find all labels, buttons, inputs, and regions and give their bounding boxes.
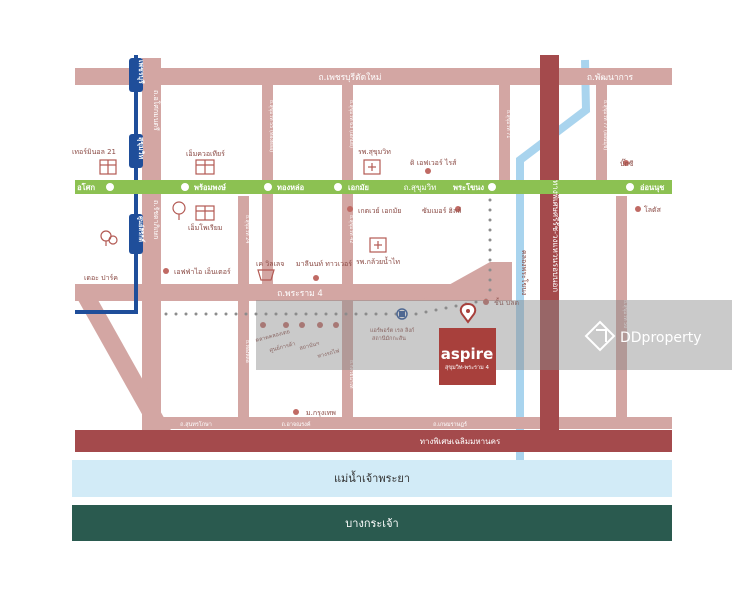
road-label-asoke: ถ.อโศกมนตรี [152,90,161,131]
expressway-south [75,430,672,452]
mrt-station-petchaburi: เพชรบุรี [129,58,145,92]
svg-text:เพชรบุรี: เพชรบุรี [137,60,145,84]
road-sunthornkosa [150,417,672,429]
roads-light [75,58,672,432]
dotted-route [164,198,492,316]
road-label-soi24: ถ.สุขุมวิท 24 [244,215,251,243]
road-soi50 [616,196,627,422]
svg-text:พร้อมพงษ์: พร้อมพงษ์ [194,183,226,192]
road-rama4 [75,284,512,301]
label-emquartier: เอ็มควอเทียร์ [186,149,225,158]
project-name: aspire [441,345,494,363]
road-label-bottom-3: ถ.เกษมราษฎร์ [433,421,467,428]
label-bts-sign: ชั้น บลด [494,296,519,307]
road-label-soi42: ถ.สุขุมวิท 42 [348,215,355,243]
bank-band [72,505,672,541]
hospital-icon-kluaynamthai [369,237,387,253]
label-airport-link-sub: สถานีมักกะสัน [372,335,406,342]
roads-dark [75,55,672,452]
road-rama4-diagonal [420,262,512,301]
svg-text:อโศก: อโศก [77,182,95,192]
road-label-narong: ถ.ทองหล่อ [244,340,250,363]
bts-station-thonglor: ทองหล่อ [262,181,304,193]
bts-station-phromphong: พร้อมพงษ์ [179,181,226,193]
label-lake: เดอะ ปาร์ค [84,274,118,282]
label-major-ekkamai: เกตเวย์ เอกมัย [358,207,401,215]
label-market-tower: มาลีนนท์ ทาวเวอร์ [296,260,352,268]
mrt-station-sukhumvit: สุขุมวิท [129,134,145,168]
road-label-kluaynamthai: ถ.กล้วยน้ำไท [348,360,357,388]
project-subtitle: สุขุมวิท-พระราม 4 [445,364,489,371]
label-sukhumvit-hospital: รพ.สุขุมวิท [358,148,391,156]
ddproperty-logo-icon [584,320,616,352]
expressway-east [540,55,559,435]
label-kluaynamthai-hospital: รพ.กล้วยน้ำไท [356,255,400,266]
road-ratchada-diagonal [78,300,172,432]
bts-station-onnut: อ่อนนุช [624,181,664,193]
road-soi77 [596,85,607,191]
road-label-soi55: ถ.สุขุมวิท 55 (ทองหล่อ) [268,100,275,152]
building-icon-emquartier [195,159,215,175]
mrt-station-qsncc: ศูนย์สิริกิติ์ [129,214,146,254]
road-label-bottom-2: ถ.อาจณรงค์ [281,421,310,428]
label-summer-hill: ซัมเมอร์ ฮิลล์ [422,207,461,215]
label-bangkok-university: ม.กรุงเทพ [306,409,336,417]
watermark-text: DDproperty [620,330,702,346]
svg-text:ศูนย์สิริกิติ์: ศูนย์สิริกิติ์ [136,216,146,243]
road-label-expressway-south: ทางพิเศษเฉลิมมหานคร [420,437,501,446]
canal-label: คลองพระโขนง [520,250,529,295]
svg-text:อ่อนนุช: อ่อนนุช [640,183,664,192]
bts-station-phrakhanong: พระโขนง [453,181,498,193]
label-emporium: เอ็มโพเรียม [188,223,222,232]
bank-label: บางกระเจ้า [345,517,398,530]
road-label-soi63: ถ.สุขุมวิท 63 (เอกมัย) [348,100,355,148]
river-band [72,460,672,497]
label-lotus: โลตัส [644,205,662,214]
location-pin-icon [459,302,477,324]
road-label-sukhumvit: ถ.สุขุมวิท [404,183,437,192]
road-label-soi50: ถ.สุขุมวิท 50 [622,300,629,328]
road-soi71 [499,85,510,191]
label-k-village: เค วิลเลจ [256,260,284,268]
train-icon-airport-link [396,308,408,320]
label-bigc: บิ๊กซี [620,158,634,168]
label-fifty-fifth: ดิ เอฟเวอร์ ไรส์ [410,158,457,167]
label-terminal21: เทอร์มินอล 21 [72,148,116,156]
svg-text:เอกมัย: เอกมัย [348,183,369,192]
road-label-top-right: ถ.พัฒนาการ [587,73,634,83]
label-side-3: สถาบันฯ [299,340,320,352]
tree-icon-park [100,230,118,246]
label-fifth-center: เอฟฟ่าไอ เอ็นเตอร์ [174,267,231,276]
hospital-icon-sukhumvit [363,159,381,175]
project-aspire: aspire สุขุมวิท-พระราม 4 [439,328,496,385]
road-label-expressway-east: ทางพิเศษศรีรัช-วงแหวนรอบนอก [551,180,560,292]
road-asoke [142,58,161,432]
road-soi42 [342,196,353,422]
road-label-soi77: ถ.สุขุมวิท 77 (อ่อนนุช) [602,100,609,150]
road-soi24 [238,196,249,422]
bts-station-ekkamai: เอกมัย [332,181,369,193]
svg-text:พระโขนง: พระโขนง [453,182,484,192]
road-label-rama4: ถ.พระราม 4 [277,289,323,299]
road-label-ratchada: ถ.รัชดาภิเษก [152,200,160,239]
road-label-top: ถ.เพชรบุรีตัดใหม่ [318,72,381,83]
tree-icon-benjakitti [172,201,186,220]
label-airport-link: แอร์พอร์ต เรล ลิงก์ [370,327,414,334]
river-label: แม่น้ำเจ้าพระยา [334,470,410,485]
building-icon-terminal21 [99,159,117,175]
svg-text:สุขุมวิท: สุขุมวิท [137,137,145,160]
bts-line [75,180,672,194]
svg-text:ทองหล่อ: ทองหล่อ [277,183,304,192]
road-petchaburi [75,68,672,85]
bts-station-asoke: อโศก [77,181,116,193]
building-icon-emporium [195,205,215,221]
road-label-bottom-1: ถ.สุนทรโกษา [180,420,212,428]
road-label-soi71: ถ.สุขุมวิท 71 [505,110,512,138]
landmark-dots [163,160,641,415]
basket-icon-village [257,269,275,281]
